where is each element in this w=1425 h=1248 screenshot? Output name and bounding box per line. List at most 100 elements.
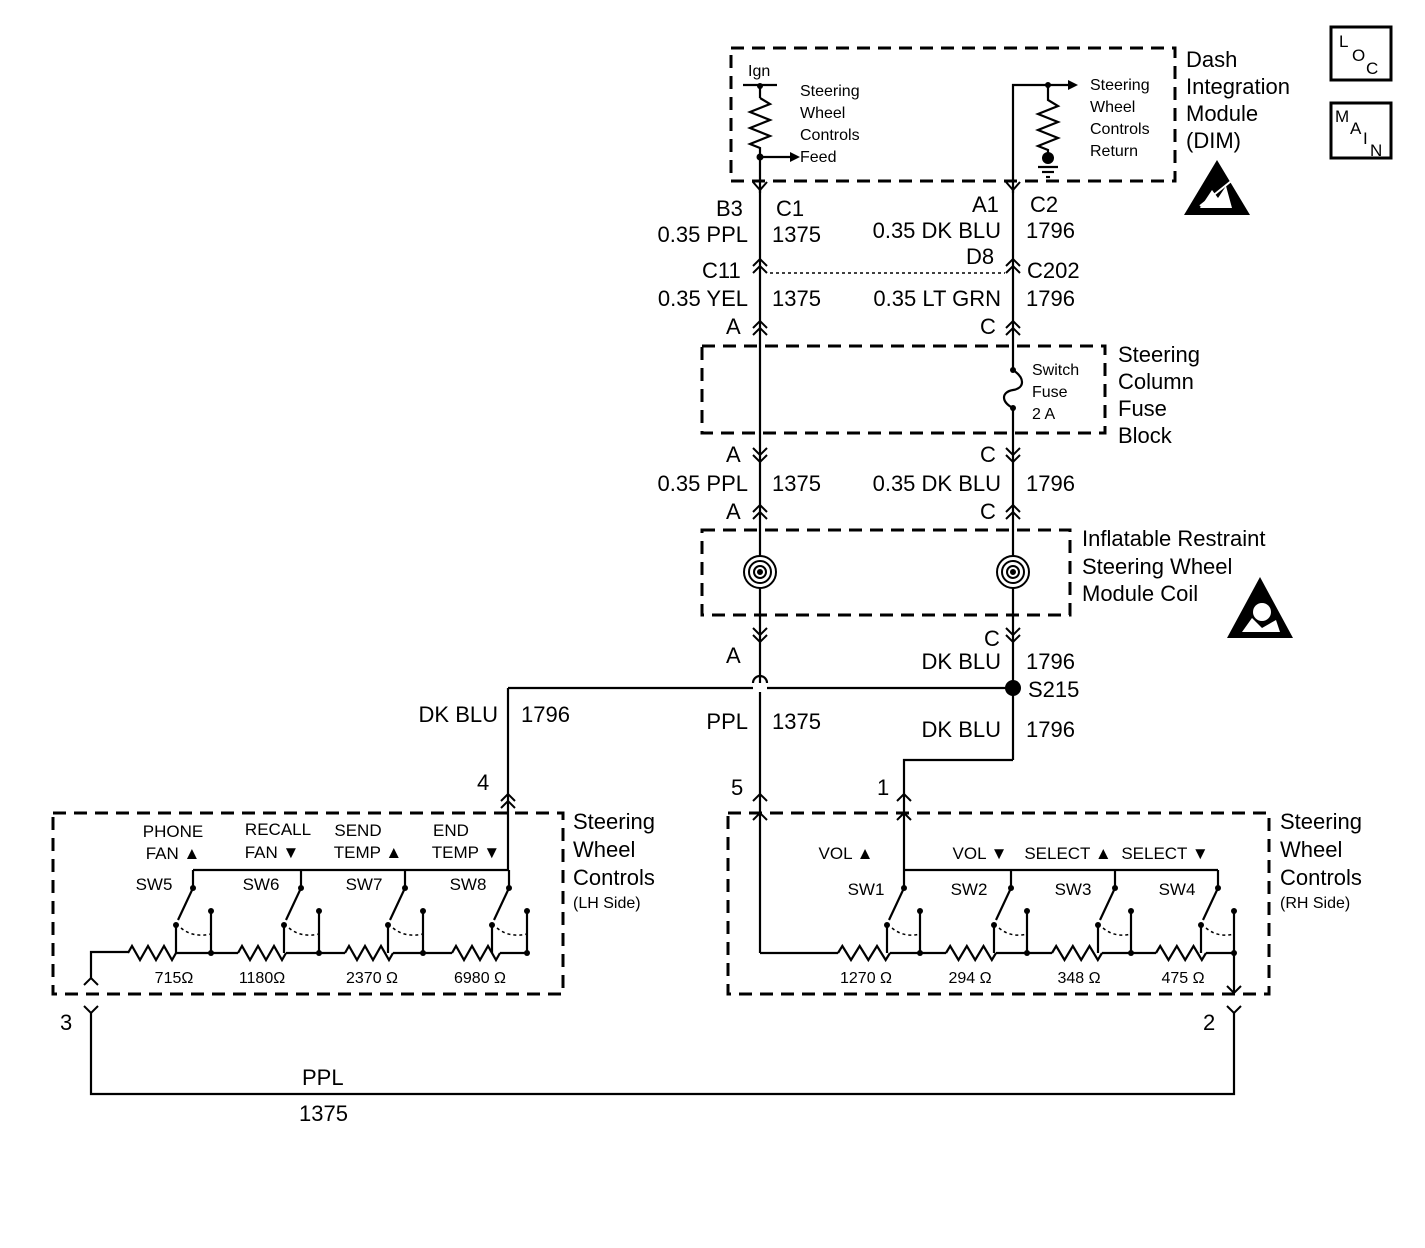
wire-number: 1796 bbox=[1026, 218, 1075, 243]
resistor bbox=[1051, 943, 1103, 963]
coil-title-line: Inflatable Restraint bbox=[1082, 526, 1265, 551]
pin-a: A bbox=[726, 499, 741, 524]
resistor-value: 294 Ω bbox=[948, 970, 991, 987]
fuse-block-box bbox=[700, 344, 1107, 435]
pin-c: C bbox=[980, 314, 996, 339]
return-label-line: Wheel bbox=[1090, 99, 1135, 116]
switch-segment bbox=[211, 870, 322, 963]
resistor-value: 1270 Ω bbox=[840, 970, 892, 987]
resistor-value: 2370 Ω bbox=[346, 970, 398, 987]
pin-b3: B3 bbox=[716, 196, 743, 221]
wire-number: 1796 bbox=[1026, 286, 1075, 311]
wire-color: DK BLU bbox=[922, 717, 1001, 742]
dim-box bbox=[729, 46, 1177, 183]
switch-segment bbox=[423, 870, 530, 963]
switch-label: FAN ▲ bbox=[146, 844, 201, 863]
resistor bbox=[451, 943, 501, 963]
pin-2: 2 bbox=[1203, 1010, 1215, 1035]
switch-label: SELECT ▲ bbox=[1024, 844, 1111, 863]
pin-a: A bbox=[726, 643, 741, 668]
main-badge[interactable]: M A I N bbox=[1329, 101, 1393, 160]
loc-badge[interactable]: L O C bbox=[1329, 25, 1393, 82]
connector-c202: C202 bbox=[1027, 258, 1080, 283]
resistor bbox=[1155, 943, 1207, 963]
switch-segment bbox=[837, 870, 923, 963]
wire-color: PPL bbox=[302, 1065, 344, 1090]
switch-blade bbox=[177, 887, 194, 921]
switch-segment bbox=[319, 870, 426, 963]
switch-label: TEMP ▼ bbox=[432, 843, 500, 862]
return-label-line: Return bbox=[1090, 143, 1138, 160]
switch-blade bbox=[1202, 887, 1219, 921]
switch-segment bbox=[1131, 870, 1237, 963]
clockspring-icon bbox=[743, 555, 1030, 589]
splice-dot bbox=[1005, 680, 1021, 696]
pin-4: 4 bbox=[477, 770, 489, 795]
resistor bbox=[837, 943, 891, 963]
main-letter: N bbox=[1370, 141, 1382, 160]
wire-color: DK BLU bbox=[419, 702, 498, 727]
wire-color: 0.35 YEL bbox=[658, 286, 748, 311]
switch-id: SW4 bbox=[1159, 880, 1196, 899]
rh-title-line: Controls bbox=[1280, 865, 1362, 890]
switch-label: VOL ▲ bbox=[819, 844, 874, 863]
main-letter: M bbox=[1335, 107, 1349, 126]
switch-segment bbox=[127, 870, 214, 963]
wire-number: 1375 bbox=[772, 471, 821, 496]
fuse-icon bbox=[1002, 367, 1024, 411]
switch-id: SW3 bbox=[1055, 880, 1092, 899]
pin-5: 5 bbox=[731, 775, 743, 800]
loc-letter: L bbox=[1339, 32, 1348, 51]
wire-color: 0.35 PPL bbox=[657, 471, 748, 496]
wire-color: 0.35 LT GRN bbox=[873, 286, 1001, 311]
switch-id: SW6 bbox=[243, 875, 280, 894]
pin-d8: D8 bbox=[966, 244, 994, 269]
switch-blade bbox=[1099, 887, 1116, 921]
lh-subtitle: (LH Side) bbox=[573, 895, 641, 912]
resistor-value: 715Ω bbox=[155, 970, 194, 987]
switch-segment bbox=[1027, 870, 1134, 963]
switch-id: SW5 bbox=[136, 875, 173, 894]
switch-label: SELECT ▼ bbox=[1121, 844, 1208, 863]
resistor-value: 348 Ω bbox=[1057, 970, 1100, 987]
resistor-value: 475 Ω bbox=[1161, 970, 1204, 987]
fuse-label-line: Fuse bbox=[1032, 384, 1068, 401]
switch-segment bbox=[920, 870, 1030, 963]
switch-id: SW8 bbox=[450, 875, 487, 894]
pin-c: C bbox=[980, 442, 996, 467]
connector-c11: C11 bbox=[702, 258, 741, 283]
coil-box bbox=[700, 528, 1072, 617]
wire-number: 1375 bbox=[772, 709, 821, 734]
pin-3: 3 bbox=[60, 1010, 72, 1035]
switch-blade bbox=[389, 887, 406, 921]
resistor bbox=[237, 943, 287, 963]
return-label-line: Steering bbox=[1090, 77, 1150, 94]
wire-color: 0.35 DK BLU bbox=[873, 218, 1001, 243]
switch-label: TEMP ▲ bbox=[334, 843, 402, 862]
wire-color: DK BLU bbox=[922, 649, 1001, 674]
wire-number: 1796 bbox=[521, 702, 570, 727]
fuse-block-title-line: Block bbox=[1118, 423, 1173, 448]
switch-id: SW1 bbox=[848, 880, 885, 899]
rh-controls-box bbox=[726, 811, 1271, 996]
lh-title-line: Steering bbox=[573, 809, 655, 834]
wire-color: 0.35 PPL bbox=[657, 222, 748, 247]
wire-color: 0.35 DK BLU bbox=[873, 471, 1001, 496]
resistor-value: 1180Ω bbox=[239, 970, 285, 987]
dim-title-line: Dash bbox=[1186, 47, 1237, 72]
fuse-block-title-line: Fuse bbox=[1118, 396, 1167, 421]
lh-title-line: Controls bbox=[573, 865, 655, 890]
switch-blade bbox=[285, 887, 302, 921]
main-letter: A bbox=[1350, 119, 1362, 138]
switch-label: END bbox=[433, 821, 469, 840]
switch-label: SEND bbox=[334, 821, 381, 840]
connector-c1: C1 bbox=[776, 196, 804, 221]
ign-label: Ign bbox=[748, 63, 770, 80]
fuse-block-title-line: Steering bbox=[1118, 342, 1200, 367]
loc-letter: C bbox=[1366, 59, 1378, 78]
pin-1: 1 bbox=[877, 775, 889, 800]
resistor bbox=[127, 943, 177, 963]
airbag-warning-icon bbox=[1227, 577, 1293, 638]
pin-a1: A1 bbox=[972, 192, 999, 217]
